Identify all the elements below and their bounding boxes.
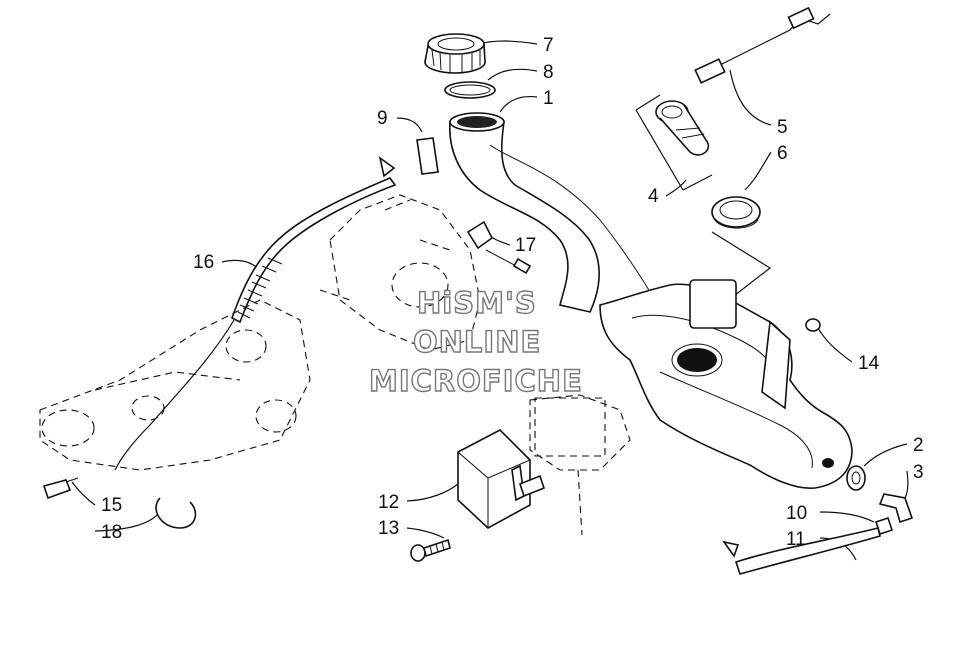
callout-17: 17 bbox=[515, 235, 536, 256]
ring-clamp bbox=[155, 497, 197, 529]
fuel-line bbox=[114, 156, 397, 471]
callout-7: 7 bbox=[543, 35, 554, 56]
o-ring bbox=[444, 81, 496, 99]
callout-9: 9 bbox=[377, 108, 388, 129]
clip bbox=[466, 220, 532, 275]
watermark-line-2: ONLINE bbox=[413, 325, 541, 359]
callout-5: 5 bbox=[777, 117, 788, 138]
grommet bbox=[846, 465, 866, 491]
nut bbox=[805, 318, 821, 332]
callout-1: 1 bbox=[543, 88, 554, 109]
leader-lines bbox=[71, 40, 909, 561]
callout-labels: 7 8 1 9 5 6 4 16 17 14 2 3 12 13 10 11 1… bbox=[101, 35, 924, 550]
gas-cap bbox=[424, 33, 486, 74]
fuel-connector bbox=[42, 477, 79, 500]
callout-4: 4 bbox=[648, 186, 659, 207]
vent-hose bbox=[722, 527, 881, 575]
callout-8: 8 bbox=[543, 62, 554, 83]
tape-strip bbox=[416, 137, 439, 175]
callout-18: 18 bbox=[101, 522, 122, 543]
carburetor-mount bbox=[39, 299, 311, 471]
watermark-line-3: MICROFICHE bbox=[369, 364, 583, 398]
mounting-bolt bbox=[410, 538, 451, 562]
callout-16: 16 bbox=[193, 252, 214, 273]
fuel-gauge-assembly bbox=[655, 6, 831, 229]
callout-14: 14 bbox=[858, 353, 880, 374]
callout-6: 6 bbox=[777, 143, 788, 164]
electrical-box bbox=[457, 429, 545, 529]
watermark-line-1: HiSM'S bbox=[417, 286, 537, 320]
callout-3: 3 bbox=[913, 462, 924, 483]
callout-12: 12 bbox=[378, 492, 399, 513]
fuel-tank bbox=[599, 279, 853, 489]
callout-13: 13 bbox=[378, 518, 399, 539]
callout-10: 10 bbox=[786, 503, 807, 524]
filler-neck-hose bbox=[449, 112, 651, 313]
callout-2: 2 bbox=[913, 435, 924, 456]
callout-15: 15 bbox=[101, 495, 122, 516]
watermark: HiSM'S ONLINE MICROFICHE bbox=[368, 285, 583, 398]
engine-outline bbox=[319, 194, 631, 536]
elbow-fitting bbox=[878, 493, 914, 524]
